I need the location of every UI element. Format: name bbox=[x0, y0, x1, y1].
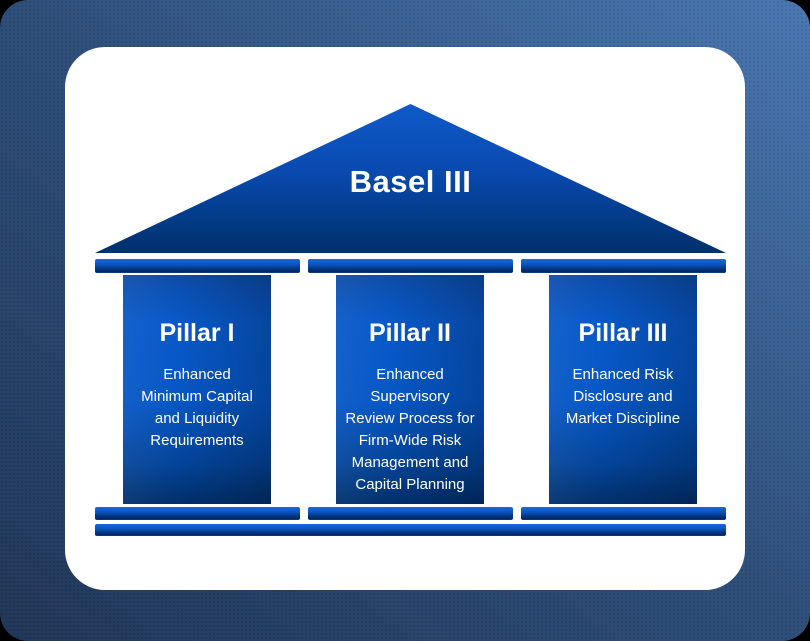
pillar1-base-bar bbox=[95, 507, 300, 520]
foundation-bar bbox=[95, 524, 726, 536]
pillar-3: Pillar III Enhanced Risk Disclosure and … bbox=[549, 275, 697, 504]
pillar1-capital-bar bbox=[95, 259, 300, 273]
pillar-2-description: Enhanced Supervisory Review Process for … bbox=[345, 366, 475, 493]
pillar-1-description: Enhanced Minimum Capital and Liquidity R… bbox=[141, 366, 253, 449]
pillar2-capital-bar bbox=[308, 259, 513, 273]
pillar-2-title: Pillar II bbox=[369, 319, 451, 347]
pillar-2: Pillar II Enhanced Supervisory Review Pr… bbox=[336, 275, 484, 504]
pillar3-base-bar bbox=[521, 507, 726, 520]
pillar-1: Pillar I Enhanced Minimum Capital and Li… bbox=[123, 275, 271, 504]
pillar-3-title: Pillar III bbox=[578, 319, 668, 347]
diagram-title: Basel III bbox=[349, 164, 472, 199]
basel-roof-triangle: Basel III bbox=[95, 104, 726, 253]
diagram-card: Basel III Pillar I Enhanced Minimum Capi… bbox=[65, 47, 745, 590]
pillar-1-title: Pillar I bbox=[159, 319, 235, 347]
pillar2-base-bar bbox=[308, 507, 513, 520]
pillar3-capital-bar bbox=[521, 259, 726, 273]
pillar-3-description: Enhanced Risk Disclosure and Market Disc… bbox=[565, 366, 681, 427]
